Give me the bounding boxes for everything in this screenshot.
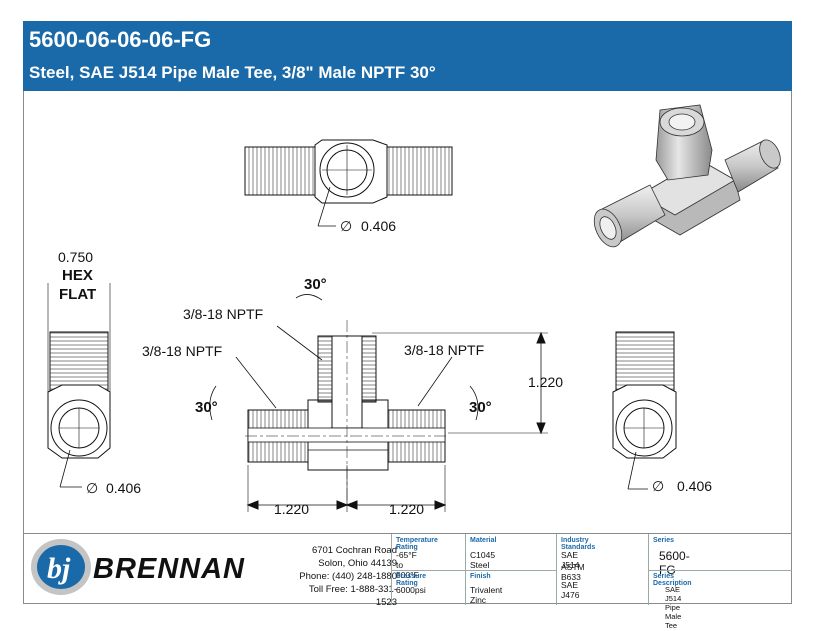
- part-number: 5600-06-06-06-FG: [29, 27, 212, 52]
- left-end-view: [47, 283, 111, 488]
- hex-size: 0.750: [58, 249, 93, 265]
- left-view-diameter-symbol: ∅: [86, 480, 98, 496]
- material-label: Material: [470, 537, 497, 544]
- pressure-label: Pressure Rating: [396, 573, 426, 587]
- series-label: Series: [653, 537, 675, 544]
- left-run-thread: 3/8-18 NPTF: [142, 343, 222, 359]
- title-banner: 5600-06-06-06-FG Steel, SAE J514 Pipe Ma…: [23, 21, 792, 91]
- address-line-2: Solon, Ohio 44139: [318, 558, 397, 569]
- hex-label-2: FLAT: [59, 286, 96, 303]
- company-address: 6701 Cochran Road Solon, Ohio 44139 Phon…: [293, 544, 397, 609]
- right-view-diameter-symbol: ∅: [652, 478, 664, 494]
- left-length-dimension: 1.220: [274, 501, 309, 517]
- hex-label-1: HEX: [62, 267, 93, 284]
- right-end-view: [612, 331, 677, 490]
- address-phone: Phone: (440) 248-1880: [299, 571, 397, 582]
- front-view: [209, 294, 548, 512]
- cell-divider-right: [648, 570, 792, 571]
- top-view-diameter-symbol: ∅: [340, 218, 352, 234]
- right-length-dimension: 1.220: [389, 501, 424, 517]
- series-description-label: Series Description: [653, 573, 692, 587]
- brand-name: BRENNAN: [93, 553, 245, 585]
- address-toll-free: Toll Free: 1-888-331-1523: [308, 584, 397, 608]
- finish-label: Finish: [470, 573, 491, 580]
- brennan-logo: bj BRENNAN: [31, 539, 245, 595]
- cell-divider-left: [391, 570, 556, 571]
- logo-mark-text: bj: [47, 552, 71, 585]
- cell-material-finish: Material C1045 Steel Finish Trivalent Zi…: [465, 534, 502, 605]
- isometric-render: [593, 104, 781, 248]
- finish-value: Trivalent Zinc: [470, 585, 503, 605]
- temperature-label: Temperature Rating: [396, 537, 438, 551]
- standards-value-1: SAE J514 , SAE J476: [561, 550, 580, 600]
- part-description: Steel, SAE J514 Pipe Male Tee, 3/8" Male…: [29, 63, 436, 82]
- material-value: C1045 Steel: [470, 550, 496, 570]
- top-view-diameter: 0.406: [361, 218, 396, 234]
- standards-label: Industry Standards: [561, 537, 596, 551]
- left-angle: 30°: [195, 399, 218, 416]
- temperature-value: -65°F to 500°F: [396, 550, 419, 580]
- height-dimension: 1.220: [528, 374, 563, 390]
- right-run-thread: 3/8-18 NPTF: [404, 342, 484, 358]
- series-description-value: SAE J514 Pipe Male Tee: [665, 585, 682, 630]
- title-block: bj BRENNAN 6701 Cochran Road Solon, Ohio…: [23, 533, 792, 630]
- pressure-value: 6000psi: [396, 585, 426, 595]
- top-branch-thread: 3/8-18 NPTF: [183, 306, 263, 322]
- standards-value-2: ASTM B633: [561, 562, 585, 582]
- right-angle: 30°: [469, 399, 492, 416]
- top-view: [244, 139, 453, 227]
- top-angle: 30°: [304, 276, 327, 293]
- cell-temperature-pressure: Temperature Rating -65°F to 500°F Pressu…: [391, 534, 438, 605]
- cell-standards: Industry Standards SAE J514 , SAE J476 A…: [556, 534, 595, 605]
- address-line-1: 6701 Cochran Road: [311, 545, 397, 556]
- right-view-diameter: 0.406: [677, 478, 712, 494]
- left-view-diameter: 0.406: [106, 480, 141, 496]
